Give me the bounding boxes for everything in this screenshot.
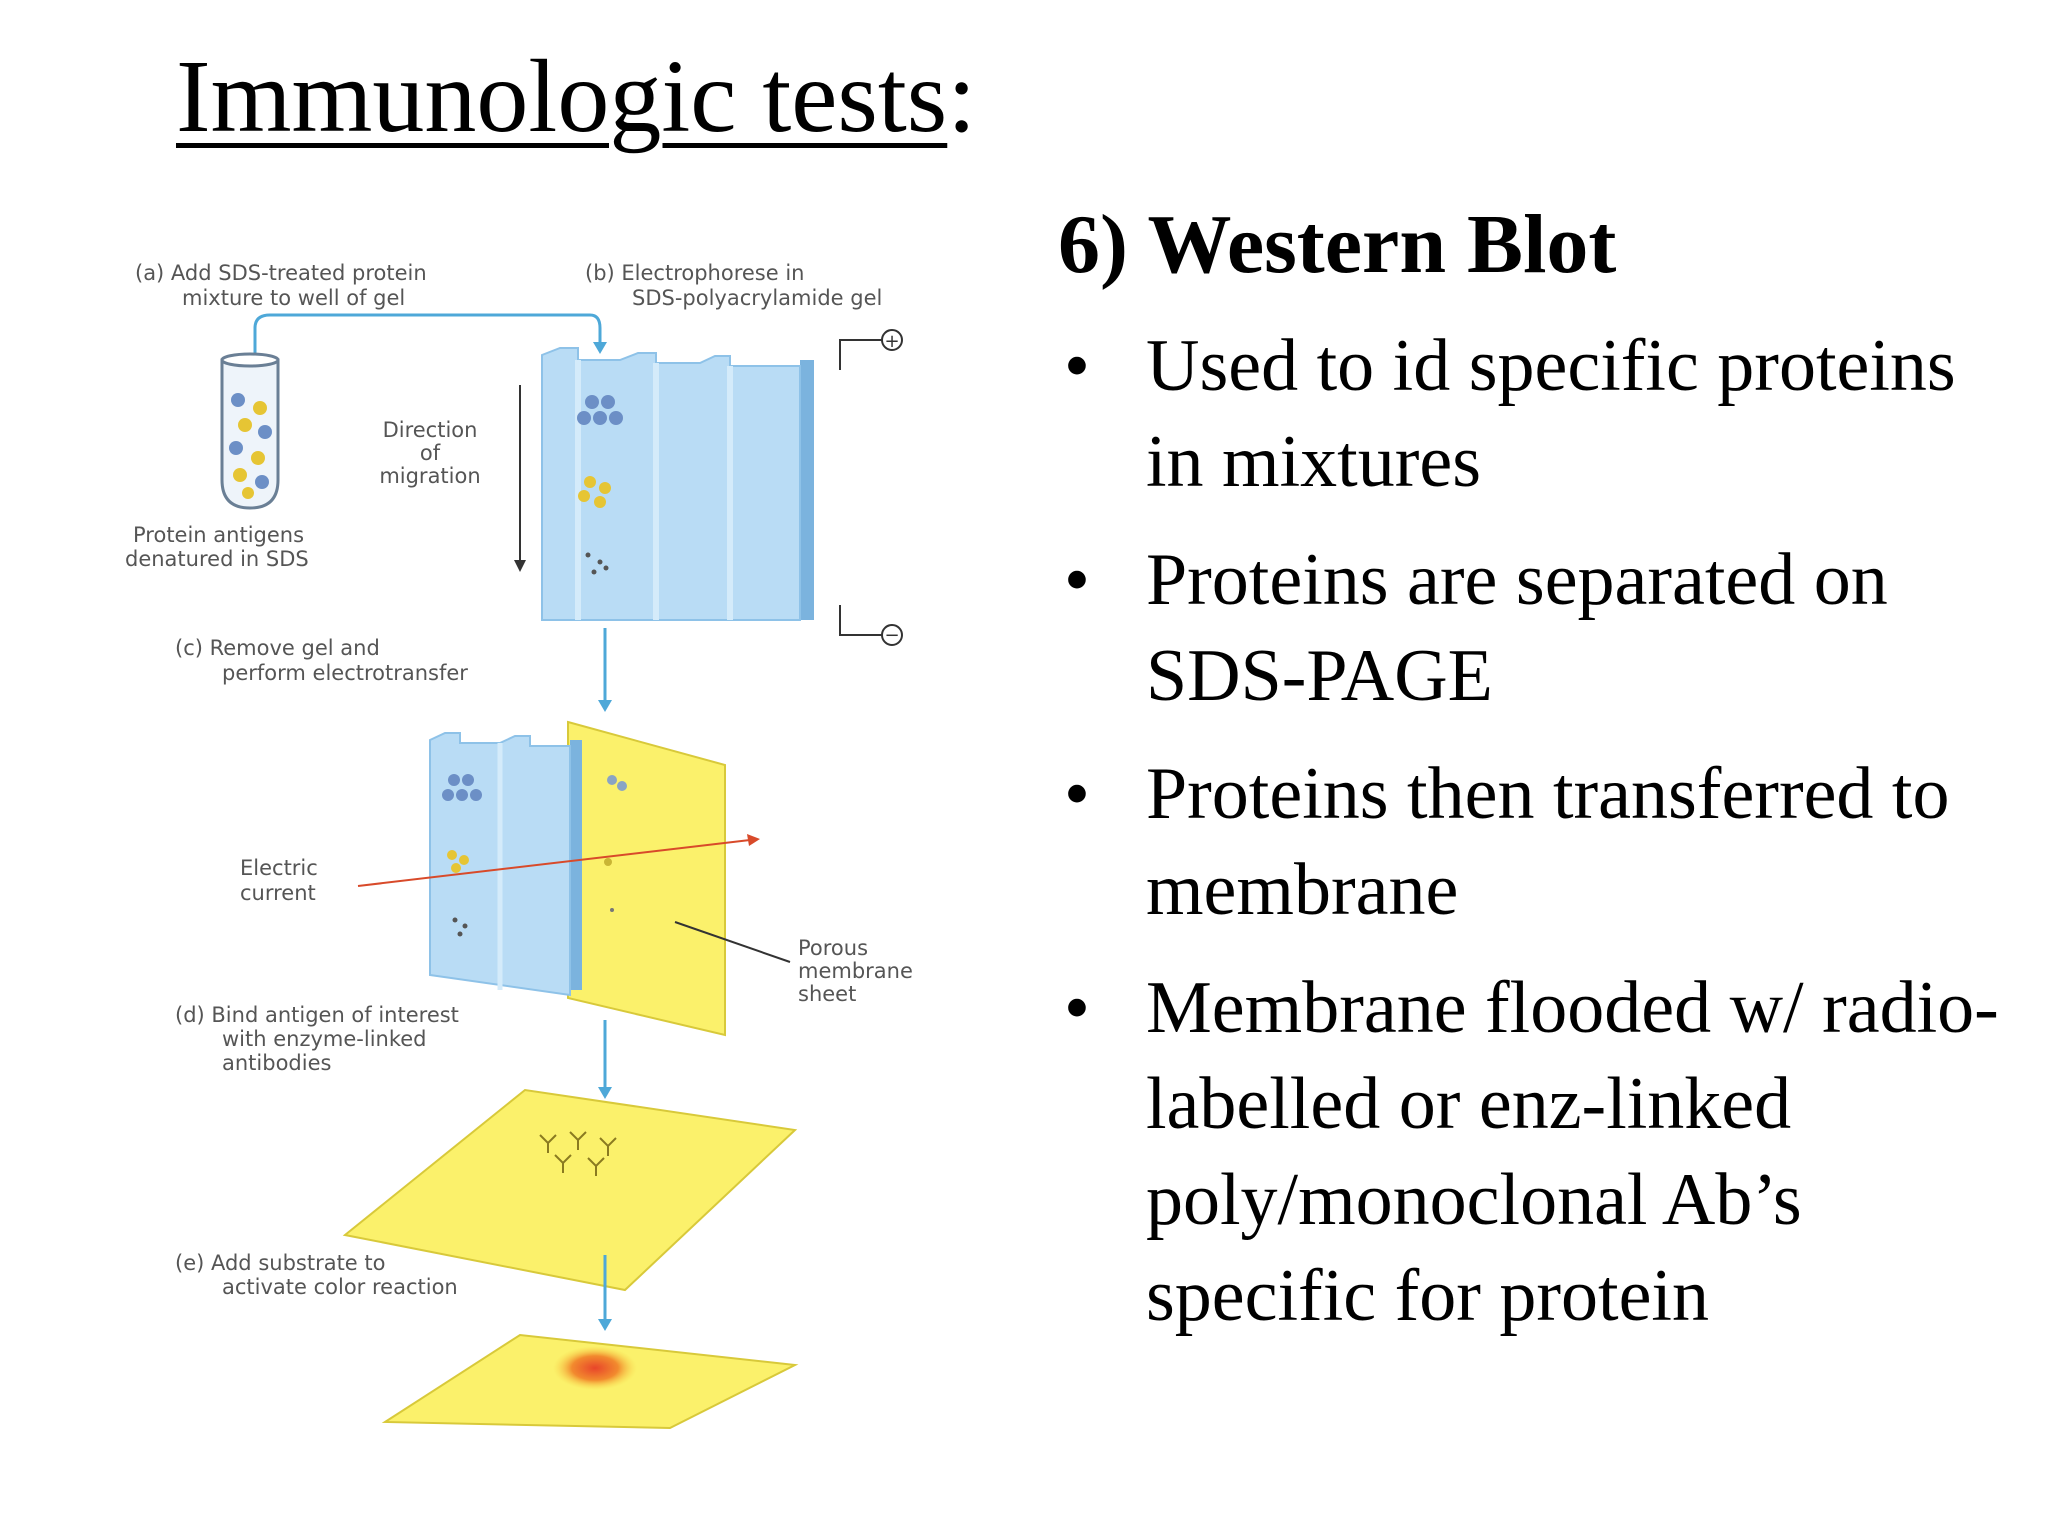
bullet-text: Used to id specific proteins in mixtures <box>1146 325 1956 503</box>
step-arrowhead <box>598 1319 612 1331</box>
color-reaction-spot <box>553 1346 637 1390</box>
current-arrowhead <box>747 834 760 846</box>
transfer-gel <box>429 732 582 997</box>
current-arrow <box>357 839 751 887</box>
slide-title: Immunologic tests: <box>176 39 977 154</box>
positive-electrode: + <box>839 329 903 370</box>
minus-sign: − <box>884 625 899 646</box>
bullet-item: • Membrane flooded w/ radio-labelled or e… <box>1060 960 2020 1344</box>
step-arrowhead <box>598 700 612 712</box>
slide-title-text: Immunologic tests <box>176 39 948 154</box>
antibodies <box>539 1131 617 1176</box>
migration-arrowhead <box>514 560 526 572</box>
section-heading: 6) Western Blot <box>1058 198 1617 291</box>
step-arrowhead <box>598 1087 612 1099</box>
gel-electrophoresis <box>541 347 814 621</box>
porous-membrane <box>567 720 726 1037</box>
bullet-dot: • <box>1064 539 1090 621</box>
bullet-text: Proteins are separated on SDS-PAGE <box>1146 539 1888 717</box>
transfer-arrow <box>253 313 602 360</box>
bullet-dot: • <box>1064 753 1090 835</box>
bullet-text: Proteins then transferred to membrane <box>1146 753 1950 931</box>
bullet-text: Membrane flooded w/ radio-labelled or en… <box>1146 967 1999 1337</box>
bullet-dot: • <box>1064 325 1090 407</box>
bullet-dot: • <box>1064 967 1090 1049</box>
test-tube <box>220 352 280 510</box>
plus-sign: + <box>884 331 899 352</box>
negative-electrode: − <box>839 605 903 646</box>
transfer-arrowhead <box>593 342 607 354</box>
bullet-item: • Used to id specific proteins in mixture… <box>1060 318 2020 510</box>
membrane-pointer <box>674 921 791 963</box>
slide-title-colon: : <box>947 39 977 154</box>
antibody-membrane <box>342 1088 798 1292</box>
bullet-item: • Proteins then transferred to membrane <box>1060 746 2020 938</box>
bullet-list: • Used to id specific proteins in mixture… <box>1060 318 2020 1366</box>
bullet-item: • Proteins are separated on SDS-PAGE <box>1060 532 2020 724</box>
